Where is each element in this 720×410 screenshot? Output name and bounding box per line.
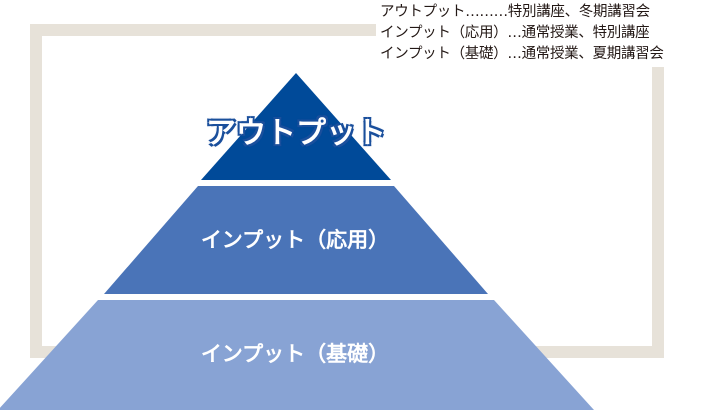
- pyramid-tier-input-applied: [104, 186, 488, 294]
- legend-line-input-applied: インプット（応用）…通常授業、特別講座: [380, 25, 650, 41]
- tier-label-input-basic: インプット（基礎）: [200, 342, 390, 366]
- tier-label-input-applied: インプット（応用）: [200, 228, 390, 252]
- pyramid-tier-input-basic: [0, 300, 594, 410]
- legend: アウトプット………特別講座、冬期講習会 インプット（応用）…通常授業、特別講座 …: [376, 0, 668, 67]
- legend-line-output: アウトプット………特別講座、冬期講習会: [380, 4, 650, 20]
- pyramid-tier-output: [201, 73, 391, 180]
- tier-label-output: アウトプット: [206, 116, 386, 151]
- legend-line-input-basic: インプット（基礎）…通常授業、夏期講習会: [380, 46, 664, 62]
